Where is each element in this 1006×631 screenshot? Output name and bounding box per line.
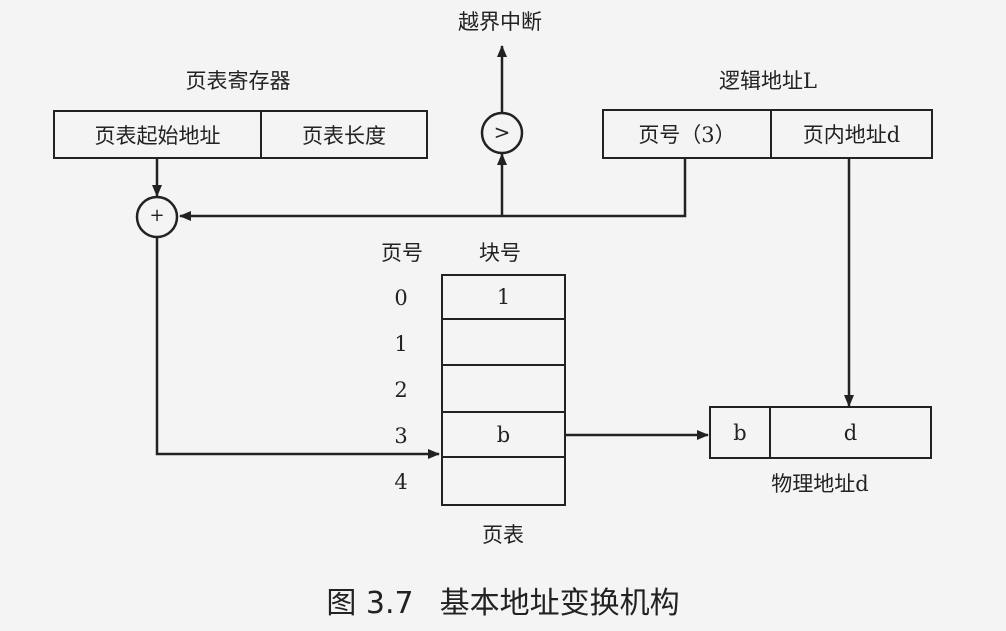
page-index: 3 (394, 424, 408, 448)
line-page-number-to-adder (179, 157, 687, 221)
physical-offset: d (769, 408, 930, 457)
arrow-adder-to-page-table (155, 238, 440, 459)
page-table-row (441, 458, 566, 506)
page-table-label: 页表 (482, 523, 524, 547)
page-index: 0 (394, 286, 408, 310)
logical-address: 页号（3） 页内地址d (602, 109, 933, 159)
page-index: 2 (394, 378, 408, 402)
register-start-address: 页表起始地址 (94, 123, 221, 148)
physical-address-label: 物理地址d (771, 472, 869, 496)
comparator-circle (480, 111, 524, 155)
block-number-header: 块号 (479, 241, 521, 265)
adder-symbol: + (149, 205, 165, 226)
page-table-row (441, 366, 566, 413)
logical-address-title: 逻辑地址L (719, 69, 817, 93)
register-length: 页表长度 (260, 112, 426, 157)
logical-page-number: 页号（3） (638, 123, 736, 147)
adder-circle (135, 195, 179, 239)
page-table-row: b (441, 413, 566, 458)
logical-offset: 页内地址d (770, 111, 931, 157)
page-table-row: 1 (441, 274, 566, 320)
page-index: 4 (394, 470, 408, 494)
page-index: 1 (394, 332, 408, 356)
page-table-register-title: 页表寄存器 (185, 69, 291, 93)
figure-title: 基本地址变换机构 (439, 586, 680, 621)
overflow-interrupt-label: 越界中断 (458, 10, 542, 34)
physical-block: b (733, 420, 747, 445)
page-table-row (441, 320, 566, 366)
comparator-symbol: > (493, 120, 511, 144)
page-number-header: 页号 (381, 241, 423, 265)
physical-address: b d (709, 406, 932, 459)
page-table-register: 页表起始地址 页表长度 (53, 110, 428, 159)
figure-number: 图 3.7 (326, 586, 414, 621)
figure-caption: 图 3.7 基本地址变换机构 (326, 578, 679, 622)
